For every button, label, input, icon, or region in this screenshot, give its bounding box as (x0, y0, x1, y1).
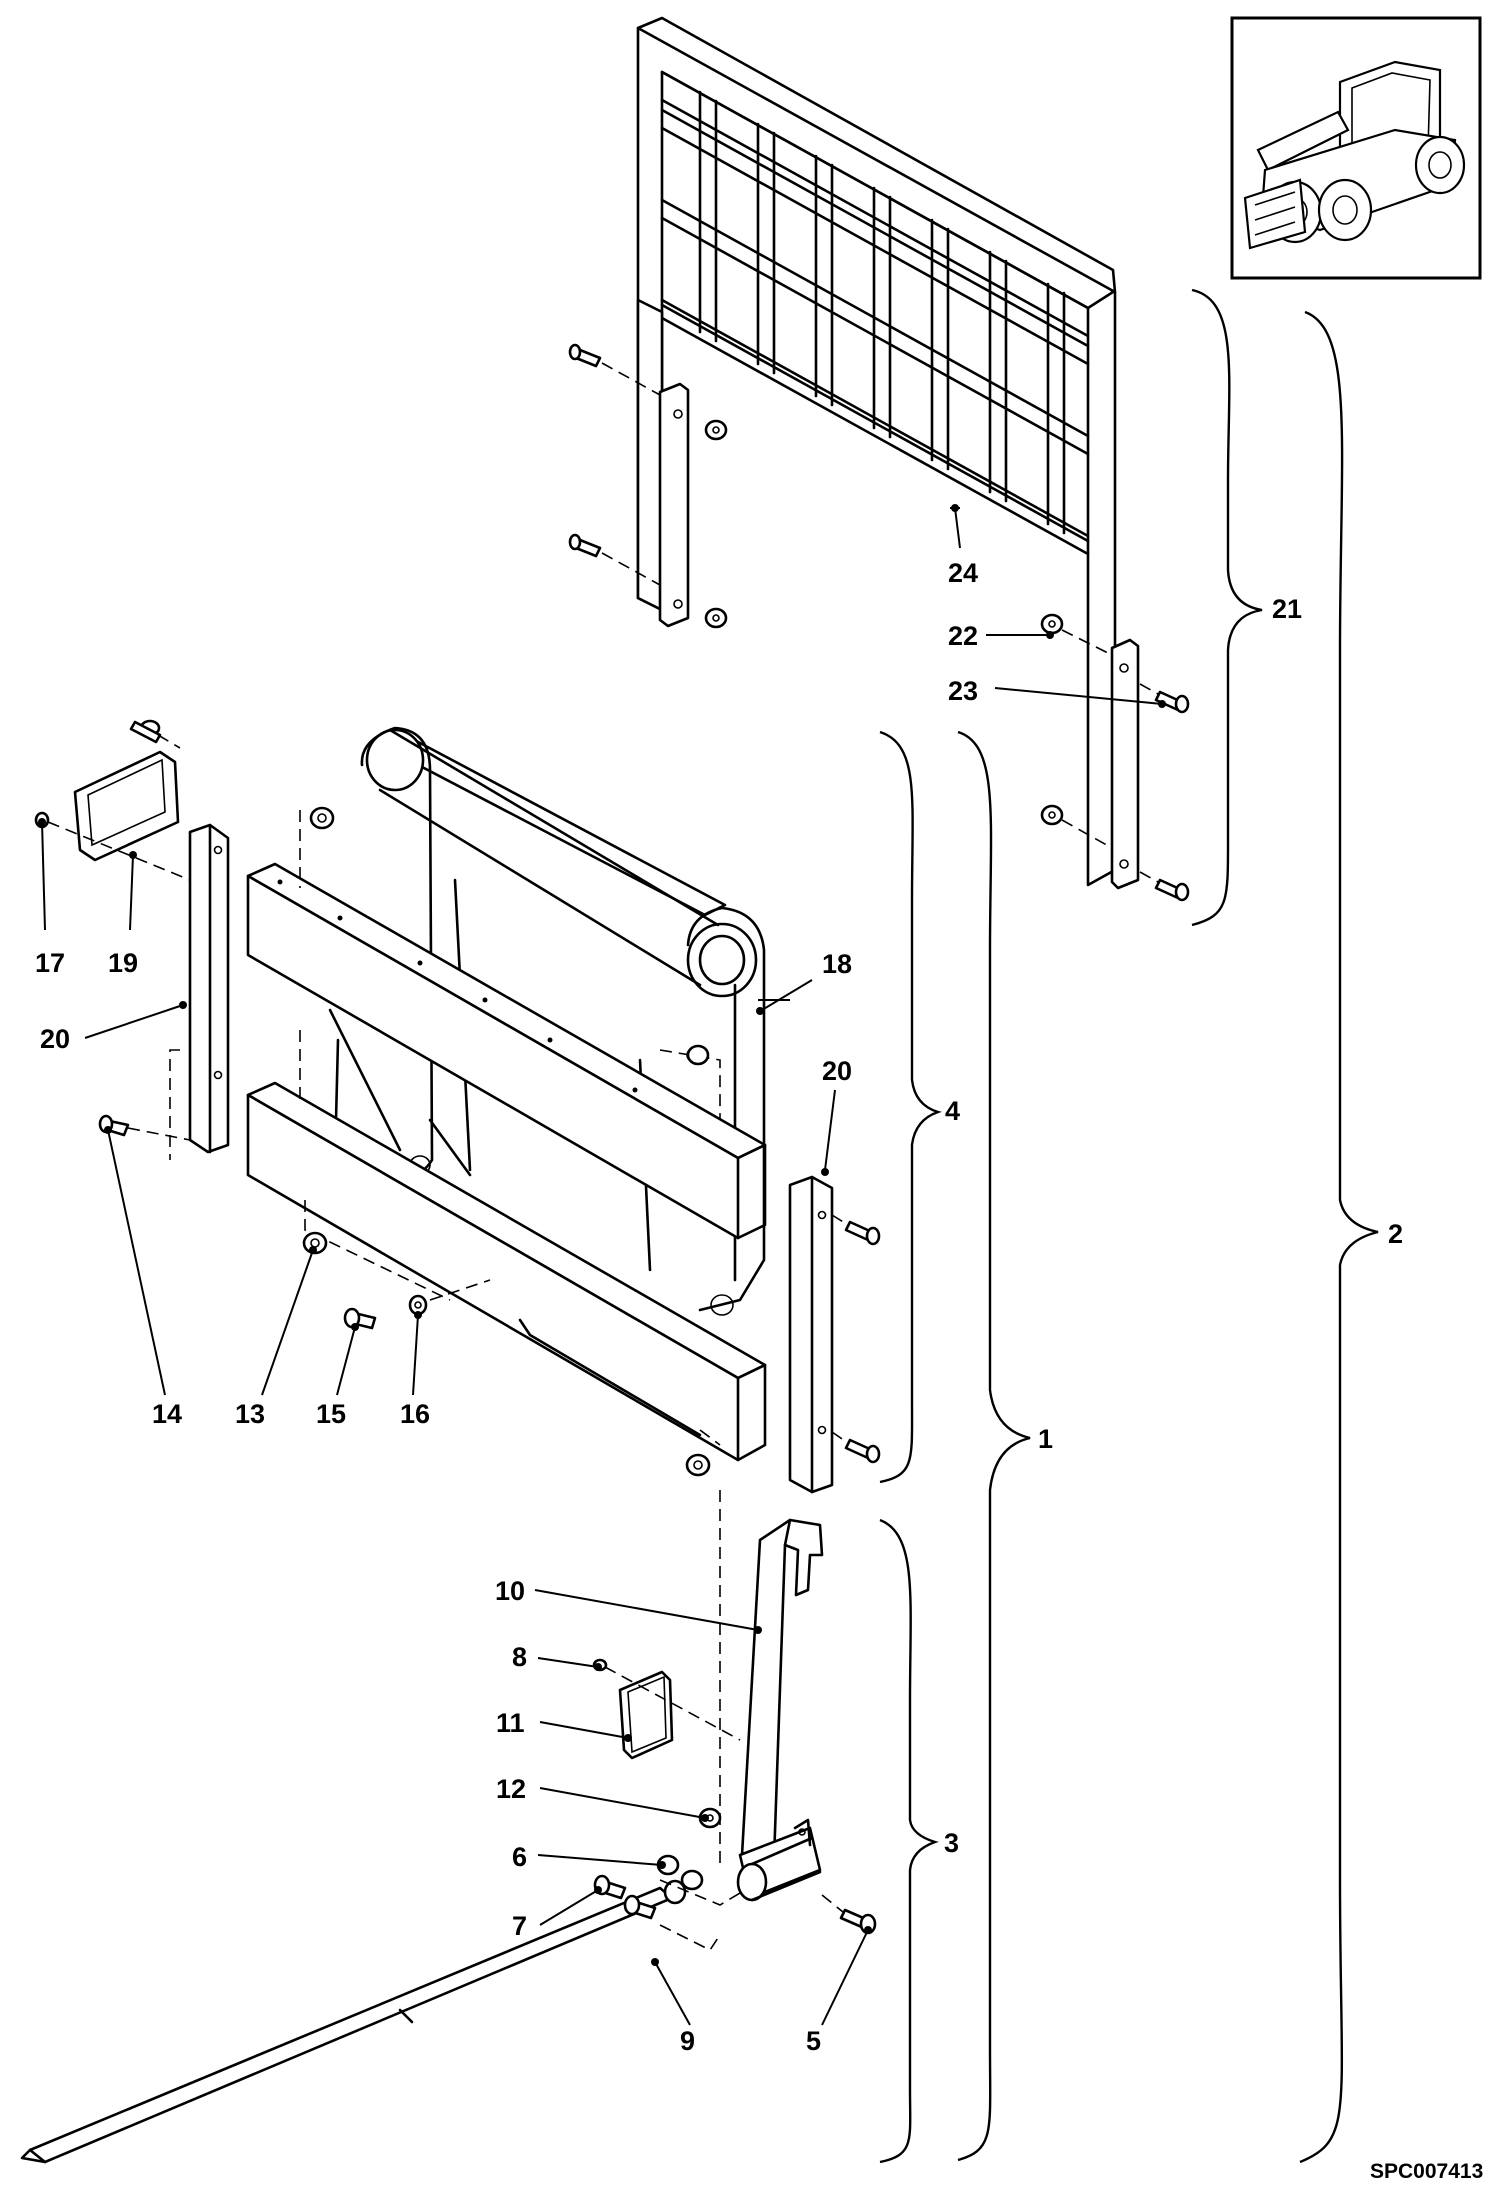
side-pad-right (788, 1175, 881, 1494)
callout-14: 14 (152, 1399, 182, 1429)
callout-3: 3 (944, 1828, 959, 1858)
callout-9: 9 (680, 2026, 695, 2056)
fork-arm-cover (592, 1658, 741, 1760)
callout-labels: 1 2 3 4 5 6 7 8 9 10 11 12 13 14 15 16 1… (35, 558, 1403, 2056)
callout-20-right: 20 (822, 1056, 852, 1086)
fork-carriage-frame (246, 726, 767, 1462)
callout-2: 2 (1388, 1219, 1403, 1249)
callout-12: 12 (496, 1774, 526, 1804)
grille-vertical-bars (698, 90, 1066, 535)
brace-3 (879, 1518, 939, 2164)
load-backrest-grille (568, 16, 1190, 902)
callout-13: 13 (235, 1399, 265, 1429)
callout-18: 18 (822, 949, 852, 979)
fork-arm (719, 1490, 824, 1902)
callout-24: 24 (948, 558, 978, 588)
brace-21 (1191, 288, 1263, 927)
bolt-group-grille-left (568, 343, 728, 629)
document-id: SPC007413 (1370, 2160, 1483, 2183)
callout-20-left: 20 (40, 1024, 70, 1054)
callout-6: 6 (512, 1842, 527, 1872)
inset-thumbnail (1230, 16, 1482, 280)
callout-16: 16 (400, 1399, 430, 1429)
brace-2 (1299, 310, 1379, 2164)
cover-plate-left (34, 719, 191, 1160)
brace-4 (879, 730, 942, 1484)
callout-4: 4 (945, 1096, 960, 1126)
callout-10: 10 (495, 1576, 525, 1606)
assembly-braces (879, 288, 1379, 2164)
callout-22: 22 (948, 621, 978, 651)
callout-11: 11 (496, 1708, 525, 1738)
leader-lines (38, 504, 1166, 2026)
side-pad-left (188, 823, 230, 1154)
callout-7: 7 (512, 1911, 527, 1941)
bolt-group-grille-right (1040, 613, 1190, 902)
bolt-group-fork (593, 1807, 877, 1952)
fork-tine (20, 1879, 746, 2164)
telehandler-machine-icon (1243, 60, 1466, 250)
bolt-group-carriage-left (98, 806, 711, 1477)
callout-17: 17 (35, 948, 65, 978)
callout-19: 19 (108, 948, 138, 978)
callout-1: 1 (1038, 1424, 1053, 1454)
callout-23: 23 (948, 676, 978, 706)
callout-15: 15 (316, 1399, 346, 1429)
callout-5: 5 (806, 2026, 821, 2056)
callout-21: 21 (1272, 594, 1302, 624)
brace-1 (957, 730, 1031, 2162)
callout-8: 8 (512, 1642, 527, 1672)
